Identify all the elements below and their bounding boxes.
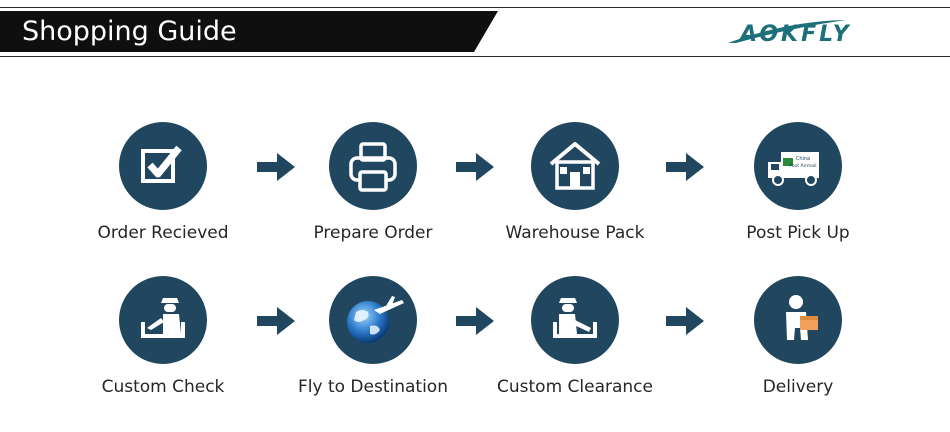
header-banner (0, 11, 498, 52)
step-label: Custom Check (101, 377, 225, 397)
step-custom-check: Custom Check (73, 276, 253, 398)
step-order-recieved: Order Recieved (73, 122, 253, 244)
delivery-person-icon (786, 295, 818, 340)
arrow-right-icon (666, 153, 704, 181)
globe-airplane-icon (347, 296, 404, 343)
checkbox-icon (141, 145, 182, 183)
step-fly-to-destination: Fly to Destination (283, 276, 463, 398)
arrow-right-icon (456, 153, 494, 181)
brand-logo: AOKFLY (728, 20, 852, 46)
step-label: Delivery (762, 377, 834, 397)
printer-icon (349, 142, 397, 192)
step-circle (329, 122, 417, 210)
step-circle (531, 122, 619, 210)
page-title: Shopping Guide (22, 16, 237, 47)
delivery-truck-icon: China Post Airmail (768, 152, 819, 186)
header-top-rule (0, 7, 950, 8)
step-label: Warehouse Pack (505, 223, 645, 243)
step-post-pick-up: China Post Airmail Post Pick Up (708, 122, 888, 244)
svg-text:AOKFLY: AOKFLY (738, 22, 852, 46)
header-bottom-rule (0, 56, 950, 57)
step-custom-clearance: Custom Clearance (485, 276, 665, 398)
arrow-right-icon (257, 153, 295, 181)
svg-text:Post Airmail: Post Airmail (789, 163, 816, 169)
step-prepare-order: Prepare Order (283, 122, 463, 244)
step-circle (329, 276, 417, 364)
arrow-right-icon (666, 307, 704, 335)
step-label: Prepare Order (313, 223, 433, 243)
step-circle (531, 276, 619, 364)
customs-officer-icon (141, 298, 185, 338)
step-label: Fly to Destination (298, 377, 448, 397)
step-circle: China Post Airmail (754, 122, 842, 210)
house-icon (549, 142, 601, 190)
arrow-right-icon (257, 307, 295, 335)
svg-text:China: China (796, 156, 810, 162)
step-warehouse-pack: Warehouse Pack (485, 122, 665, 244)
step-delivery: Delivery (708, 276, 888, 398)
customs-officer-icon (553, 298, 597, 338)
step-label: Post Pick Up (746, 223, 850, 243)
step-circle (754, 276, 842, 364)
step-label: Custom Clearance (497, 377, 653, 397)
step-circle (119, 276, 207, 364)
step-circle (119, 122, 207, 210)
step-label: Order Recieved (97, 223, 229, 243)
arrow-right-icon (456, 307, 494, 335)
